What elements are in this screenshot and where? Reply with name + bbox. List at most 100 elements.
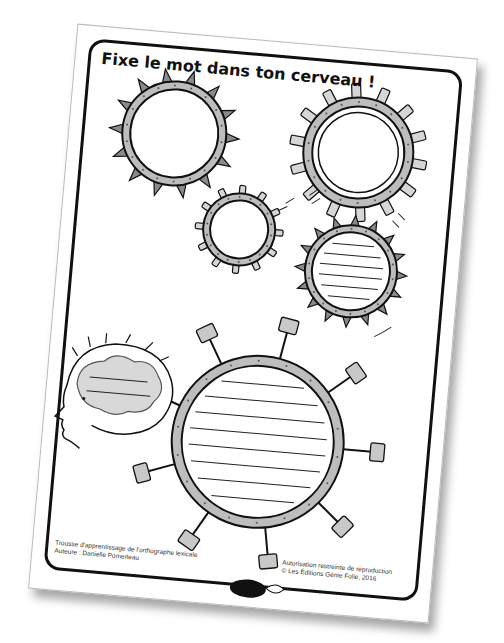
drawing-part (189, 444, 326, 456)
wooden-ring (165, 349, 351, 535)
wood-knot (206, 222, 208, 224)
drawing-part (133, 462, 151, 483)
drawing-part (211, 496, 294, 503)
brain (75, 352, 164, 418)
gear-illustration (29, 25, 477, 623)
drawing-part (177, 529, 200, 551)
wood-knot (259, 254, 261, 256)
wood-knot (210, 244, 212, 246)
writing-lines (317, 242, 385, 300)
drawing-part (198, 478, 311, 488)
writing-line (90, 377, 148, 382)
wood-knot (228, 517, 230, 519)
wood-knot (173, 180, 175, 182)
wood-knot (126, 140, 128, 142)
wood-knot (221, 125, 223, 127)
wood-knot (390, 113, 392, 115)
wood-knot (386, 292, 388, 294)
gear-spokes (125, 305, 396, 579)
drawing-part (299, 93, 418, 212)
drawing-part (221, 381, 304, 388)
drawing-part (109, 123, 123, 133)
wood-knot (270, 223, 272, 225)
wood-knot (350, 228, 352, 230)
wood-knot (314, 126, 316, 128)
wood-knot (387, 249, 389, 251)
inner-rim (315, 109, 402, 196)
wood-knot (259, 204, 261, 206)
wood-knot (389, 191, 391, 193)
wood-knot (341, 104, 343, 106)
wood-knot (230, 364, 232, 366)
wood-knot (142, 169, 144, 171)
motion-mark (374, 332, 382, 338)
wood-knot (131, 156, 133, 158)
wood-knot (217, 203, 219, 205)
wood-knot (308, 142, 310, 144)
drawing-part (320, 263, 383, 269)
wood-knot (308, 503, 310, 505)
wood-knot (307, 160, 309, 162)
wood-knot (357, 202, 359, 204)
writing-lines (184, 379, 331, 506)
wood-knot (377, 303, 379, 305)
page-frame (45, 40, 462, 600)
wood-knot (337, 428, 339, 430)
wood-knot (309, 379, 311, 381)
wood-knot (308, 262, 310, 264)
wood-knot (324, 190, 326, 192)
wood-knot (336, 230, 338, 232)
wood-knot (407, 143, 409, 145)
gear-spikes (290, 211, 411, 332)
wood-knot (177, 454, 179, 456)
leaf (266, 584, 285, 594)
wood-knot (323, 237, 325, 239)
wood-knot (238, 261, 240, 263)
wood-knot (325, 112, 327, 114)
drawing-part (331, 515, 354, 538)
wood-knot (266, 212, 268, 214)
wooden-ring (301, 222, 401, 322)
wood-knot (250, 198, 252, 200)
wood-knot (256, 522, 258, 524)
wood-knot (227, 198, 229, 200)
wood-knot (364, 310, 366, 312)
motion-mark (286, 197, 294, 204)
motion-mark (392, 221, 399, 228)
wood-knot (126, 123, 128, 125)
wood-knot (205, 378, 207, 380)
wood-knot (349, 313, 351, 315)
drawing-part (369, 443, 385, 462)
drawing-part (205, 396, 318, 406)
drawing-part (328, 296, 370, 300)
head-figure (53, 328, 178, 456)
drawing-part (321, 285, 378, 290)
wood-knot (322, 302, 324, 304)
wood-knot (187, 399, 189, 401)
wood-knot (336, 456, 338, 458)
eye (82, 397, 85, 400)
drawing-part (301, 222, 401, 322)
drawing-part (196, 323, 218, 343)
motion-mark (398, 213, 405, 220)
drawing-part (165, 349, 351, 535)
wood-knot (206, 234, 208, 236)
drawing-part (190, 428, 327, 440)
gear-spikes (104, 65, 245, 203)
wood-knot (283, 517, 285, 519)
drawing-part (195, 412, 324, 423)
wood-knot (270, 234, 272, 236)
drawing-part (191, 461, 320, 472)
wood-knot (249, 259, 251, 261)
wood-knot (214, 157, 216, 159)
wood-knot (339, 199, 341, 201)
wood-knot (335, 310, 337, 312)
wooden-ring (200, 190, 278, 268)
wood-knot (156, 177, 158, 179)
motion-mark (312, 198, 320, 205)
drawing-part (175, 360, 340, 525)
drawing-part (127, 86, 222, 181)
drawing-part (278, 317, 299, 335)
wood-knot (365, 231, 367, 233)
wood-knot (186, 480, 188, 482)
